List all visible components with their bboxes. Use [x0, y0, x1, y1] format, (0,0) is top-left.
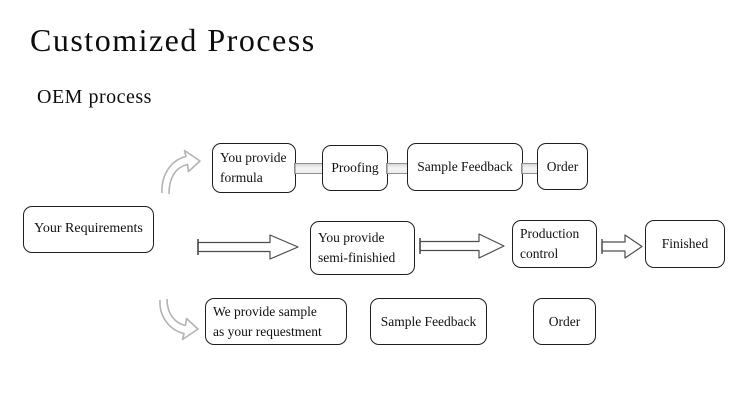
pipe-connector [294, 163, 324, 174]
node-production-control: Production control [512, 220, 597, 268]
node-label-line1: You provide [220, 150, 287, 166]
node-order-bottom: Order [533, 298, 596, 345]
block-arrow-right-icon [197, 234, 299, 260]
node-label-line1: You provide [318, 230, 385, 246]
node-label: Order [548, 313, 581, 329]
node-you-provide-formula: You provide formula [212, 143, 296, 193]
node-label-line2: semi-finishied [318, 250, 396, 265]
block-arrow-right-icon [601, 234, 643, 259]
node-label-line1: We provide sample [213, 303, 317, 319]
node-your-requirements: Your Requirements [23, 206, 154, 253]
node-label: Sample Feedback [380, 313, 477, 329]
node-label-line2: formula [220, 170, 263, 185]
node-finished: Finished [645, 220, 725, 268]
node-label-line2: as your requestment [213, 323, 322, 339]
node-order-top: Order [537, 143, 588, 190]
node-label: Proofing [331, 160, 379, 176]
curved-arrow-down-icon [159, 298, 199, 341]
curved-arrow-up-icon [161, 149, 201, 195]
node-label-line1: Production [520, 226, 580, 242]
page-title: Customized Process [30, 22, 316, 58]
node-you-provide-semi-finished: You provide semi-finishied [310, 221, 415, 275]
block-arrow-right-icon [419, 233, 505, 259]
section-subtitle: OEM process [37, 86, 152, 108]
node-label: Finished [661, 236, 709, 252]
node-we-provide-sample: We provide sample as your requestment [205, 298, 347, 345]
node-label: Your Requirements [34, 221, 143, 237]
node-sample-feedback-bottom: Sample Feedback [370, 298, 487, 345]
node-label-line2: control [520, 246, 559, 261]
node-sample-feedback-top: Sample Feedback [407, 143, 523, 191]
node-proofing: Proofing [322, 145, 388, 191]
node-label: Sample Feedback [417, 159, 513, 175]
pipe-connector [386, 163, 409, 174]
node-label: Order [546, 158, 579, 174]
